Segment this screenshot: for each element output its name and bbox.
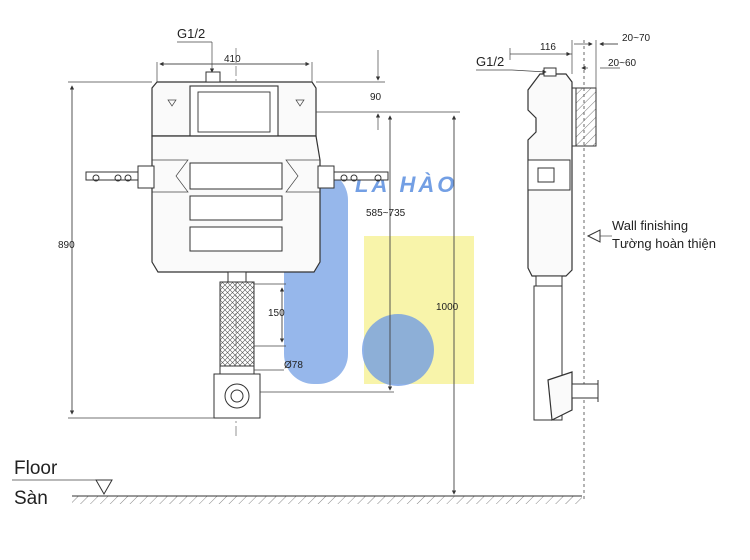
flush-plate-frame: [575, 87, 597, 147]
g12-front-label: G1/2: [177, 26, 205, 41]
wall-finishing-label: Wall finishing: [612, 218, 688, 233]
pipe-outlet-elbow: [213, 373, 261, 419]
watermark-logo: LÀ HÀO: [284, 170, 474, 386]
left-mounting-bracket: [85, 165, 155, 189]
wall-finishing-label-vi: Tường hoàn thiện: [612, 236, 716, 251]
right-mounting-bracket: [317, 165, 389, 189]
side-outlet-pipe: [571, 383, 599, 399]
outlet-ring-inner: [230, 389, 244, 403]
dim-height-total: 890: [58, 240, 75, 251]
dim-range-mid: 585~735: [366, 208, 406, 219]
dim-pipe-diameter: Ø78: [284, 360, 303, 371]
side-outlet-elbow: [547, 371, 573, 421]
g12-side-label: G1/2: [476, 54, 504, 69]
dim-top-gap: 90: [370, 92, 382, 103]
floor-hatch: [72, 496, 582, 504]
flush-pipe: [219, 281, 255, 367]
cistern-panel-2: [189, 195, 283, 221]
dim-wall-range-2: 20~60: [608, 58, 637, 69]
front-view: 410 G1/2 890 90 585~735 150 Ø78: [58, 26, 460, 495]
dim-depth: 116: [540, 42, 556, 53]
dim-pipe-length: 150: [268, 308, 285, 319]
watermark-blue-circle: [362, 314, 434, 386]
water-inlet-valve: [205, 71, 221, 83]
floor: Floor Sàn: [12, 458, 582, 509]
cistern-panel-3: [189, 226, 283, 252]
dim-wall-range-1: 20~70: [622, 33, 651, 44]
wall-arrow-icon: [586, 229, 601, 243]
dim-width: 410: [224, 54, 241, 65]
floor-label: Floor: [14, 458, 58, 479]
floor-level-icon: [95, 479, 113, 496]
cistern-panel-1: [189, 162, 283, 190]
pipe-connector: [227, 271, 247, 283]
dim-floor-height: 1000: [436, 302, 459, 313]
triangle-mark-left: [167, 99, 177, 107]
floor-label-vi: Sàn: [14, 488, 48, 509]
triangle-mark-right: [295, 99, 305, 107]
side-view: G1/2 116 20~70 20~60 Wall finishing Tườn…: [476, 33, 716, 500]
inspection-opening: [189, 85, 279, 137]
